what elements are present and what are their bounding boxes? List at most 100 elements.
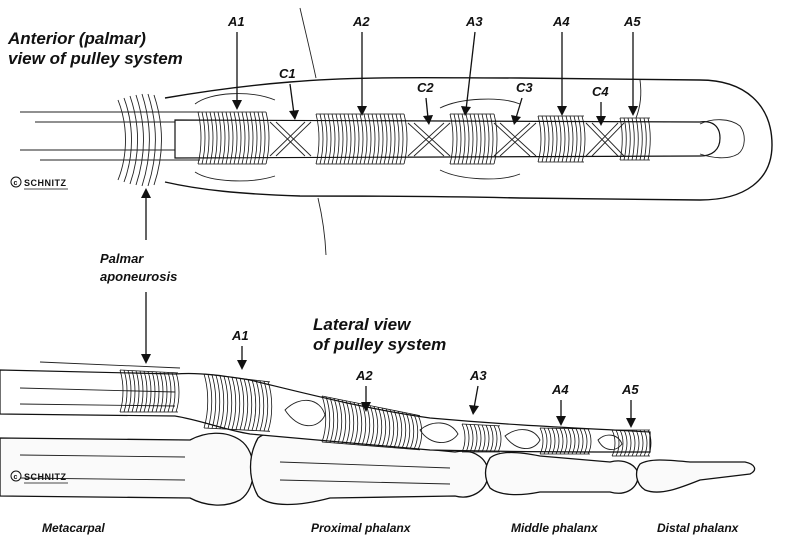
label-a2-anterior: A2 <box>352 14 370 116</box>
aponeurosis-label-line2: aponeurosis <box>100 269 177 284</box>
pulley-ring-fiber <box>203 373 209 429</box>
label-c3-text: C3 <box>516 80 533 95</box>
pulley-ring-fiber <box>341 399 347 444</box>
label-a2-text: A2 <box>352 14 370 29</box>
pulley-ring-fiber <box>367 113 372 165</box>
pulley-ring-fiber <box>253 111 258 165</box>
pulley-ring-fiber <box>647 429 652 457</box>
pulley-ring-fiber <box>249 111 254 165</box>
copyright-icon-lateral: c <box>14 474 18 481</box>
pulley-ring-fiber <box>409 413 415 450</box>
pulley-ring-fiber <box>135 370 140 413</box>
pulley-ring-edge <box>539 427 591 455</box>
pulley-ring-fiber <box>561 115 566 163</box>
pulley-ring-fiber <box>127 370 132 413</box>
pulley-ring-fiber <box>537 115 542 163</box>
label-c4-text: C4 <box>592 84 609 99</box>
label-a1-lateral-text: A1 <box>231 328 249 343</box>
lateral-skin-line-1 <box>39 361 181 369</box>
pulley-ring-fiber <box>259 380 265 431</box>
pulley-ring-fiber <box>261 111 266 165</box>
metacarpal-bone <box>0 432 254 506</box>
label-a5-anterior: A5 <box>623 14 641 116</box>
pulley-ring-fiber <box>339 113 344 165</box>
pulley-ring-fiber <box>493 113 498 165</box>
pulley-ring-fiber <box>235 377 241 430</box>
lateral-skin-line-3 <box>19 403 176 407</box>
pulley-ring-fiber <box>453 113 458 165</box>
pulley-ring-fiber <box>155 371 160 413</box>
label-a2-lateral-text: A2 <box>355 368 373 383</box>
pulley-ring-fiber <box>465 113 470 165</box>
finger-skin-crease <box>635 79 642 119</box>
pulley-ring-fiber <box>337 399 343 444</box>
pulley-ring-fiber <box>361 403 367 446</box>
pulley-ring-fiber <box>631 117 635 161</box>
lateral-title-line1: Lateral view <box>313 315 412 334</box>
label-a4-anterior: A4 <box>552 14 570 116</box>
pulley-ring-fiber <box>567 428 572 455</box>
pulley-ring-fiber <box>647 117 651 161</box>
pulley-a4-anterior <box>537 115 586 163</box>
pulley-ring-fiber <box>643 429 648 457</box>
pulley-ring-fiber <box>413 414 419 450</box>
pulley-ring-fiber <box>473 424 478 453</box>
pulley-ring-fiber <box>461 113 466 165</box>
anterior-view: Anterior (palmar) view of pulley system <box>7 7 773 256</box>
pulley-ring-fiber <box>327 113 332 165</box>
pulley-ring-fiber <box>581 115 586 163</box>
pulley-ring-fiber <box>375 113 380 165</box>
pulley-ring-fiber <box>549 115 554 163</box>
pulley-ring-fiber <box>481 113 486 165</box>
finger-outline-anterior <box>164 76 773 201</box>
pulley-ring-fiber <box>151 371 156 413</box>
pulley-ring-fiber <box>389 409 395 448</box>
joint-bump-pip-anterior <box>439 98 521 180</box>
pulley-ring-fiber <box>245 111 250 165</box>
pulley-ring-fiber <box>387 113 392 165</box>
label-a3-lateral: A3 <box>469 368 487 415</box>
pulley-ring-fiber <box>319 113 324 165</box>
label-c2-text: C2 <box>417 80 434 95</box>
pulley-ring-fiber <box>559 428 564 455</box>
pulley-ring-fiber <box>571 428 576 455</box>
pulley-ring-fiber <box>267 381 273 432</box>
pulley-ring-fiber <box>553 115 558 163</box>
pulley-ring-fiber <box>335 113 340 165</box>
pulley-ring-fiber <box>579 428 584 455</box>
anterior-title-line1: Anterior (palmar) <box>7 29 146 48</box>
palmar-aponeurosis-label: Palmar aponeurosis <box>100 188 177 364</box>
pulley-ring-fiber <box>211 374 217 429</box>
pulley-ring-fiber <box>569 115 574 163</box>
pulley-ring-fiber <box>573 115 578 163</box>
pulley-ring-fiber <box>213 111 218 165</box>
pulley-ring-fiber <box>201 111 206 165</box>
pulley-ring-fiber <box>217 111 222 165</box>
pulley-ring-fiber <box>159 371 164 413</box>
pulley-ring-fiber <box>227 376 233 430</box>
pulley-ring-fiber <box>577 115 582 163</box>
pulley-ring-fiber <box>497 425 502 453</box>
pulley-ring-fiber <box>345 400 351 445</box>
pulley-ring-fiber <box>639 429 644 457</box>
pulley-ring-fiber <box>405 412 411 449</box>
label-a3-anterior: A3 <box>461 14 483 116</box>
proximal-shading <box>279 461 451 485</box>
pulley-ring-fiber <box>627 117 631 161</box>
pulley-ring-fiber <box>393 410 399 448</box>
pulley-ring-fiber <box>477 424 482 453</box>
pulley-ring-fiber <box>251 379 257 431</box>
signature-lateral: c SCHNITZ <box>10 470 68 484</box>
pulley-ring-fiber <box>167 372 172 413</box>
pulley-ring-fiber <box>351 113 356 165</box>
label-a4-lateral-text: A4 <box>551 382 569 397</box>
pulley-ring-fiber <box>359 113 364 165</box>
pulley-ring-fiber <box>643 117 647 161</box>
pulley-ring-fiber <box>207 374 213 429</box>
pulley-ring-fiber <box>221 111 226 165</box>
pulley-ring-fiber <box>555 428 560 455</box>
pulley-ring-edge <box>119 369 179 413</box>
label-distal-phalanx: Distal phalanx <box>657 521 740 535</box>
pulley-ring-fiber <box>469 424 474 453</box>
